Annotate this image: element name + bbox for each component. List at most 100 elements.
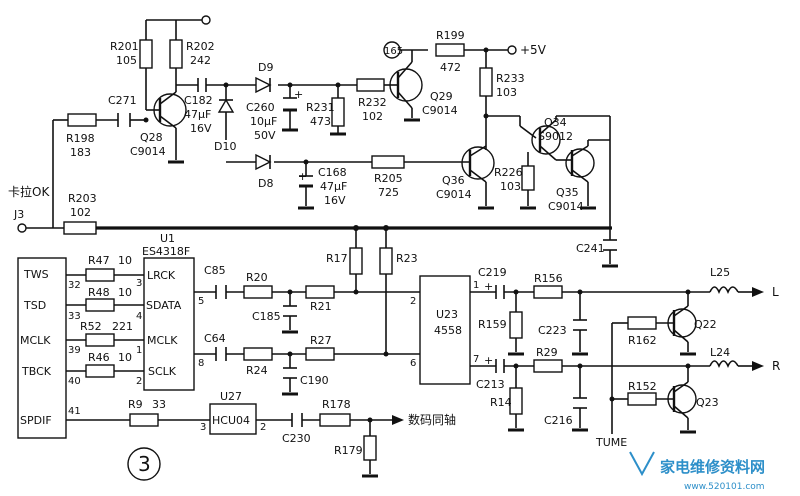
node-165 <box>383 41 401 59</box>
resistor-r159 <box>509 311 523 339</box>
label-q29: Q29 <box>430 90 453 103</box>
label-r203: R203 <box>68 192 97 205</box>
label-r52: R52 <box>80 320 102 333</box>
label-r179: R179 <box>334 444 363 457</box>
transistor-q22 <box>667 308 697 338</box>
label-lrck: LRCK <box>147 269 176 282</box>
label-r152: R152 <box>628 380 657 393</box>
label-r29: R29 <box>536 346 558 359</box>
label-c64: C64 <box>204 332 226 345</box>
resistor-r9 <box>129 413 159 427</box>
label-d8: D8 <box>258 177 273 190</box>
label-r232: R232 <box>358 96 387 109</box>
label-pin33: 33 <box>68 311 81 322</box>
label-tws: TWS <box>23 268 49 281</box>
label-r202-value: 242 <box>190 54 211 67</box>
label-c260: C260 <box>246 101 275 114</box>
watermark-url: www.520101.com <box>684 482 765 492</box>
top-components <box>63 39 617 251</box>
ic-u27 <box>209 403 257 435</box>
label-node-165: 165 <box>384 46 403 57</box>
label-c223: C223 <box>538 324 567 337</box>
label-c182-voltage: 16V <box>190 122 212 135</box>
label-r159: R159 <box>478 318 507 331</box>
label-r48-value: 10 <box>118 286 132 299</box>
label-spdif: SPDIF <box>20 414 52 427</box>
label-j3: J3 <box>13 208 24 221</box>
resistor-r233 <box>479 67 493 97</box>
resistor-r29 <box>533 359 563 373</box>
label-c182: C182 <box>184 94 213 107</box>
component-labels: R201 105 R202 242 C271 R198 183 C182 47μ… <box>8 29 780 476</box>
resistor-r201 <box>139 39 153 69</box>
label-pin1: 1 <box>136 345 142 356</box>
label-r48: R48 <box>88 286 110 299</box>
label-tume: TUME <box>595 436 627 449</box>
bottom-wiring <box>17 228 764 478</box>
label-sclk: SCLK <box>148 365 177 378</box>
label-tbck: TBCK <box>21 365 52 378</box>
transistor-q29 <box>389 68 423 102</box>
diode-d8 <box>255 153 272 171</box>
resistor-r46 <box>85 364 115 378</box>
label-r52-value: 221 <box>112 320 133 333</box>
watermark-text: 家电维修资料网 <box>660 458 765 476</box>
label-plus5v: +5V <box>520 43 547 57</box>
label-u23-pin6: 6 <box>410 358 416 369</box>
label-c271: C271 <box>108 94 137 107</box>
label-c260-value: 10μF <box>250 115 277 128</box>
inductor-l25 <box>709 286 739 294</box>
label-r47-value: 10 <box>118 254 132 267</box>
label-plus-c168: + <box>298 170 307 183</box>
label-pin40: 40 <box>68 376 81 387</box>
label-c260-voltage: 50V <box>254 129 276 142</box>
label-pin41: 41 <box>68 406 81 417</box>
label-l24: L24 <box>710 346 730 359</box>
label-c168: C168 <box>318 166 347 179</box>
label-r231: R231 <box>306 101 335 114</box>
label-q29-type: C9014 <box>422 104 458 117</box>
resistor-r178 <box>319 413 351 427</box>
label-u27-pin3: 3 <box>200 422 206 433</box>
label-u23-pin7: 7 <box>473 354 479 365</box>
label-q28-type: C9014 <box>130 145 166 158</box>
inductor-l24 <box>709 360 739 368</box>
label-r46: R46 <box>88 351 110 364</box>
watermark: 家电维修资料网 www.520101.com <box>629 451 765 492</box>
label-r199-value: 472 <box>440 61 461 74</box>
figure-number: 3 <box>138 452 151 476</box>
label-plus-c219: + <box>484 280 493 293</box>
label-sdata: SDATA <box>146 299 182 312</box>
label-u1-type: ES4318F <box>142 245 190 258</box>
label-q22: Q22 <box>694 318 717 331</box>
watermark-logo-icon <box>629 451 655 477</box>
resistor-r20 <box>243 285 273 299</box>
label-r21: R21 <box>310 300 332 313</box>
figure-number-circle <box>127 447 161 481</box>
label-plus-c260: + <box>294 88 303 101</box>
label-output-r: R <box>772 359 780 373</box>
resistor-r21 <box>305 285 335 299</box>
transistor-q23 <box>667 384 697 414</box>
label-u23-type: 4558 <box>434 324 462 337</box>
transistor-q34 <box>531 125 561 155</box>
diode-d10 <box>217 98 235 113</box>
label-r27: R27 <box>310 334 332 347</box>
label-r198: R198 <box>66 132 95 145</box>
label-u1: U1 <box>160 232 175 245</box>
label-u27: U27 <box>220 390 242 403</box>
diode-d9 <box>255 76 272 94</box>
label-c182-value: 47μF <box>184 108 211 121</box>
resistor-r232 <box>356 78 385 92</box>
resistor-r17 <box>349 247 363 275</box>
label-q23: Q23 <box>696 396 719 409</box>
label-plus-c213: + <box>484 354 493 367</box>
label-q34-type: S9012 <box>538 130 573 143</box>
label-d10: D10 <box>214 140 236 153</box>
resistor-r24 <box>243 347 273 361</box>
label-mclk-in: MCLK <box>147 334 178 347</box>
resistor-r152 <box>627 392 657 406</box>
label-r199: R199 <box>436 29 465 42</box>
resistor-r156 <box>533 285 563 299</box>
